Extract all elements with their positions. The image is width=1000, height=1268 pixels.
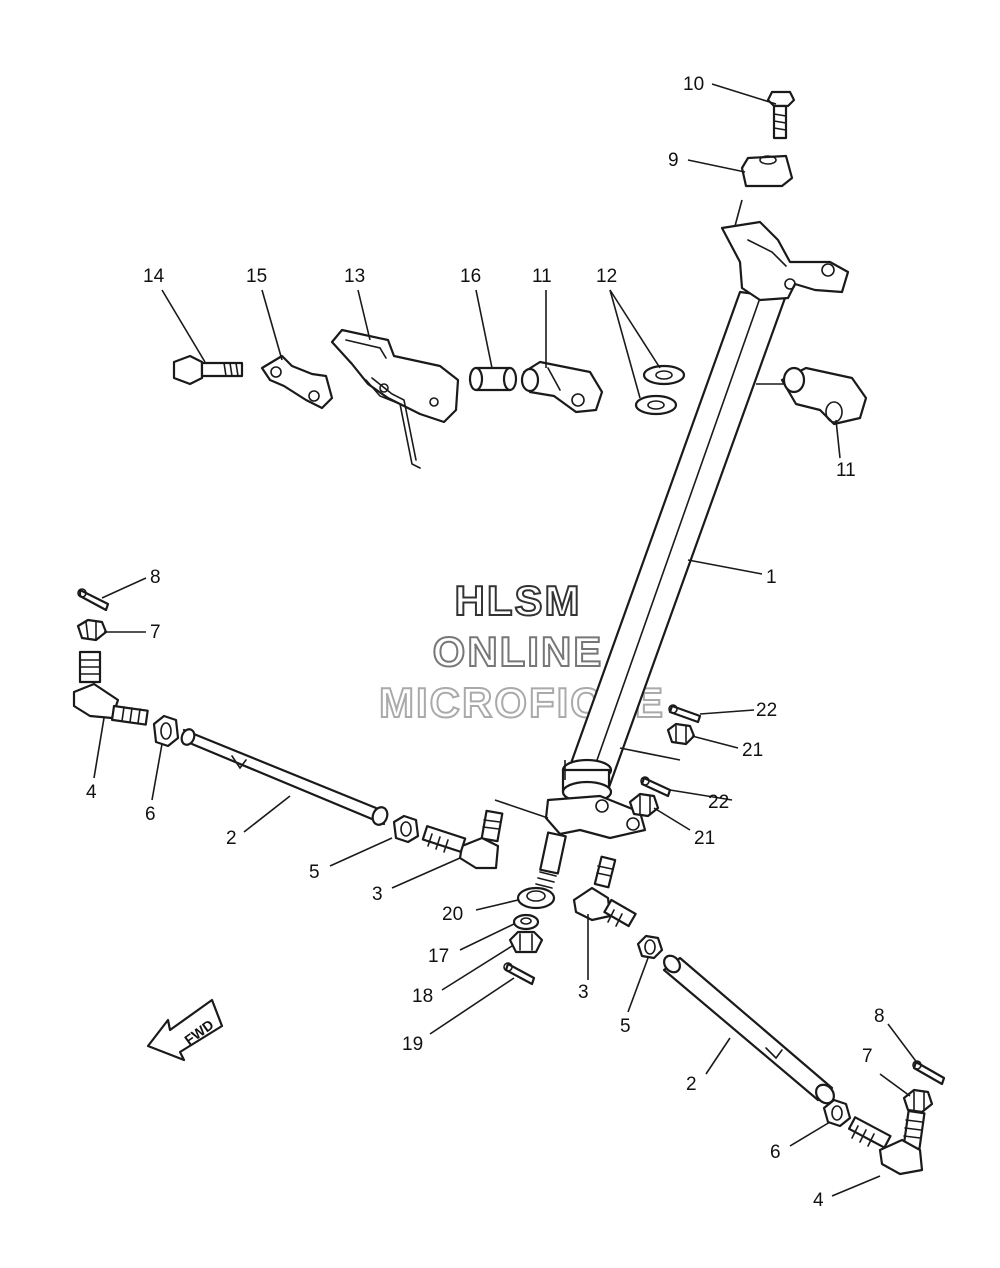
callout-20: 20 bbox=[442, 904, 463, 925]
part-12-washers bbox=[634, 364, 686, 416]
callout-13: 13 bbox=[344, 266, 365, 287]
fwd-arrow-icon: FWD bbox=[146, 998, 224, 1062]
callout-14: 14 bbox=[143, 266, 165, 287]
callout-17: 17 bbox=[428, 946, 449, 967]
part-5-nut-right bbox=[636, 934, 664, 960]
part-2-tie-rod-right bbox=[662, 954, 835, 1105]
part-16-collar bbox=[468, 366, 518, 392]
callout-3-right: 3 bbox=[578, 982, 589, 1003]
callout-6-left: 6 bbox=[145, 804, 156, 825]
callout-21-upper: 21 bbox=[742, 740, 763, 761]
part-9-clamp bbox=[734, 154, 794, 227]
callout-1: 1 bbox=[766, 567, 777, 588]
callout-4-right: 4 bbox=[813, 1190, 824, 1211]
callout-16: 16 bbox=[460, 266, 481, 287]
callout-11-middle: 11 bbox=[532, 266, 552, 287]
callout-5-left: 5 bbox=[309, 862, 320, 883]
part-20-seal bbox=[516, 886, 556, 910]
part-22-cotter-pin-upper bbox=[668, 704, 702, 724]
callout-8-right: 8 bbox=[874, 1006, 885, 1027]
part-10-bolt bbox=[766, 90, 796, 140]
callouts: 10 9 14 15 13 16 11 12 11 1 8 7 4 6 2 5 … bbox=[86, 74, 885, 1211]
part-7-castle-nut-right bbox=[902, 1088, 934, 1114]
part-14-bolt bbox=[172, 354, 244, 386]
part-18-castle-nut bbox=[508, 930, 544, 954]
part-4-tie-rod-end-left bbox=[72, 650, 149, 726]
callout-5-right: 5 bbox=[620, 1016, 631, 1037]
callout-10: 10 bbox=[683, 74, 704, 95]
part-5-nut-left bbox=[392, 814, 420, 844]
part-7-castle-nut-left bbox=[76, 618, 108, 642]
callout-21-lower: 21 bbox=[694, 828, 715, 849]
part-2-tie-rod-left bbox=[180, 728, 389, 826]
callout-22-lower: 22 bbox=[708, 792, 729, 813]
part-3-tie-rod-end-left bbox=[421, 809, 504, 870]
callout-4-left: 4 bbox=[86, 782, 97, 803]
callout-19: 19 bbox=[402, 1034, 423, 1055]
callout-8-left: 8 bbox=[150, 567, 161, 588]
callout-3-left: 3 bbox=[372, 884, 383, 905]
watermark-line-2: ONLINE bbox=[433, 628, 604, 675]
callout-9: 9 bbox=[668, 150, 679, 171]
part-21-castle-nut-lower bbox=[628, 792, 660, 818]
callout-18: 18 bbox=[412, 986, 433, 1007]
part-15-plate bbox=[260, 354, 334, 410]
part-6-nut-left bbox=[152, 714, 180, 748]
callout-22-upper: 22 bbox=[756, 700, 777, 721]
part-17-washer bbox=[512, 913, 540, 931]
part-4-tie-rod-end-right bbox=[847, 1109, 926, 1176]
callout-15: 15 bbox=[246, 266, 267, 287]
part-3-tie-rod-end-right bbox=[572, 855, 637, 928]
leader-lines bbox=[93, 83, 919, 1197]
callout-2-left: 2 bbox=[226, 828, 237, 849]
part-11-clamp-middle bbox=[520, 360, 604, 414]
part-21-castle-nut-upper bbox=[666, 722, 696, 746]
callout-12: 12 bbox=[596, 266, 617, 287]
callout-2-right: 2 bbox=[686, 1074, 697, 1095]
callout-7-right: 7 bbox=[862, 1046, 873, 1067]
part-8-cotter-pin-right bbox=[912, 1060, 946, 1086]
watermark-line-1: HLSM bbox=[455, 577, 582, 624]
part-6-nut-right bbox=[822, 1098, 852, 1128]
part-1-steering-column bbox=[494, 220, 850, 889]
callout-7-left: 7 bbox=[150, 622, 161, 643]
part-22-cotter-pin-lower bbox=[640, 776, 672, 798]
callout-6-right: 6 bbox=[770, 1142, 781, 1163]
part-13-bracket bbox=[330, 328, 460, 469]
part-19-cotter-pin bbox=[503, 962, 536, 986]
callout-11-right: 11 bbox=[836, 460, 856, 481]
part-11-clamp-right bbox=[756, 366, 868, 426]
part-8-cotter-pin-left bbox=[77, 588, 110, 612]
